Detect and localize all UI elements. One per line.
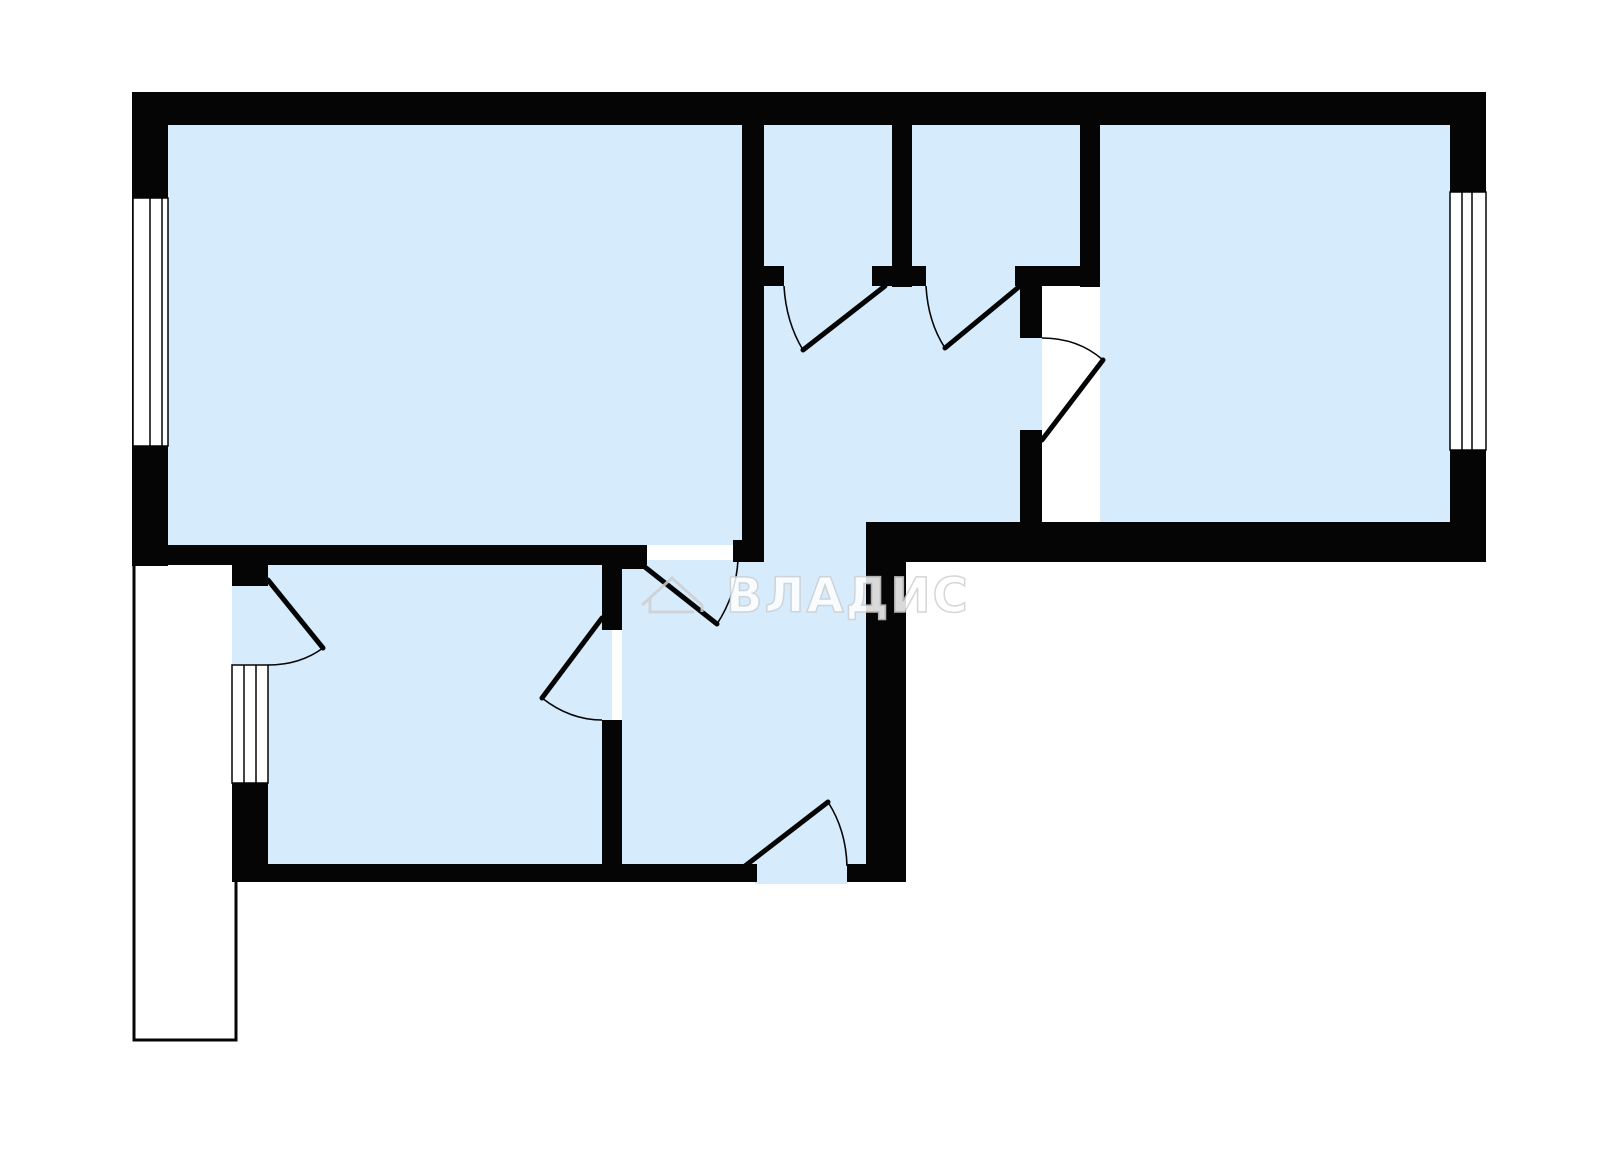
door-living-room bbox=[633, 557, 739, 627]
bathroom bbox=[762, 125, 904, 285]
entrance-vestibule bbox=[755, 862, 847, 884]
door-entrance bbox=[742, 799, 848, 869]
room-right bbox=[1100, 125, 1452, 523]
watermark-text: ВЛАДИС bbox=[726, 568, 970, 624]
door-kitchen bbox=[539, 615, 605, 721]
house-logo-icon bbox=[640, 575, 704, 614]
window-left bbox=[132, 197, 169, 447]
balcony bbox=[132, 558, 238, 1042]
door-room-right bbox=[1039, 337, 1106, 443]
window-right bbox=[1449, 191, 1487, 451]
door-bathroom bbox=[783, 283, 888, 353]
rooms bbox=[165, 125, 1452, 884]
window-kitchen bbox=[231, 664, 269, 784]
doors bbox=[265, 283, 1106, 869]
toilet bbox=[910, 125, 1085, 285]
living-room-large bbox=[165, 125, 743, 545]
watermark: ВЛАДИС bbox=[640, 567, 970, 625]
door-toilet bbox=[925, 283, 1023, 351]
windows bbox=[132, 191, 1487, 784]
door-balcony bbox=[265, 577, 326, 666]
